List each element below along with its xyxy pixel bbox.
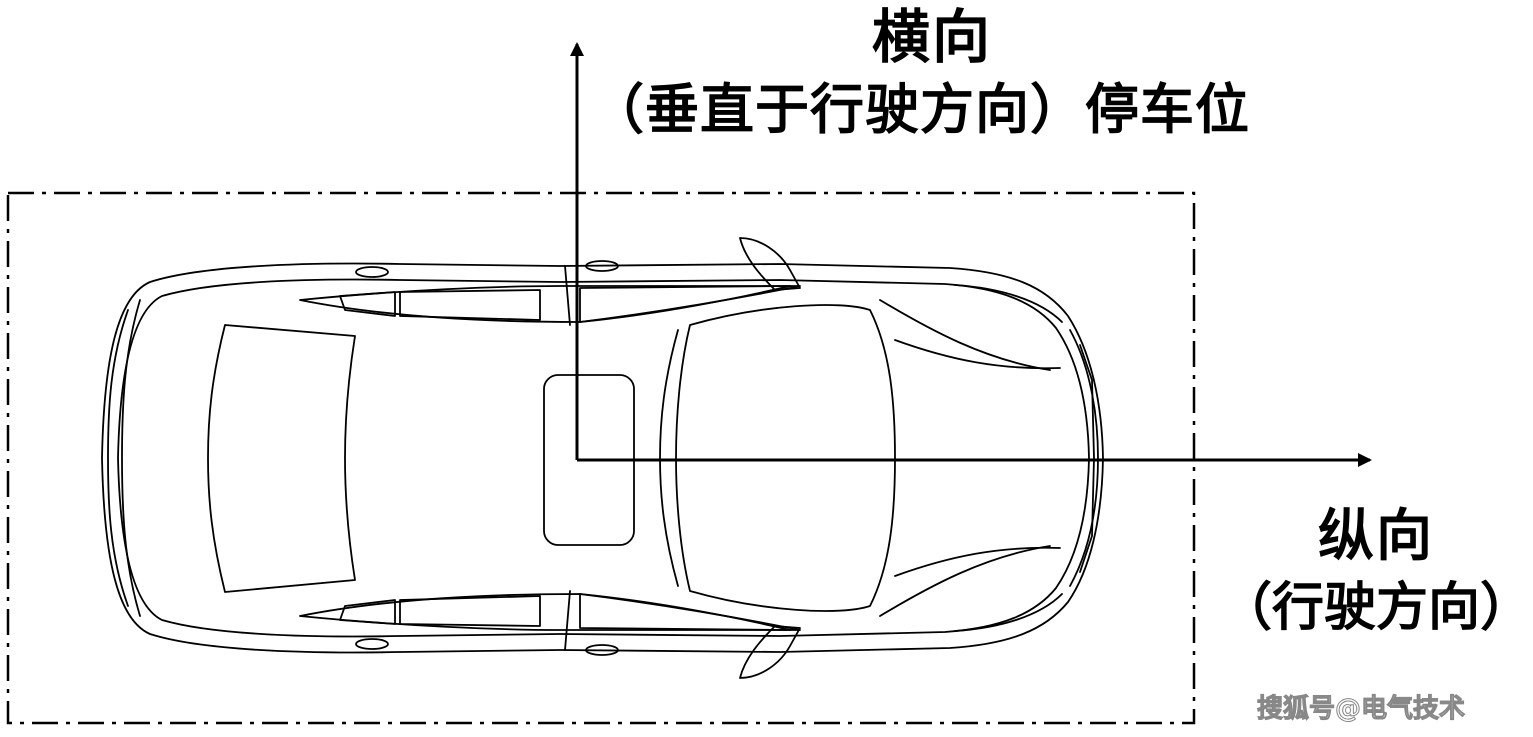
longitudinal-axis-title: 纵向 <box>1318 503 1434 569</box>
lateral-axis-subtitle: （垂直于行驶方向）停车位 <box>590 77 1250 141</box>
car-body-inner <box>117 278 1090 638</box>
lateral-axis-title: 横向 <box>872 3 993 71</box>
longitudinal-axis-subtitle: （行驶方向） <box>1220 577 1533 638</box>
watermark: 搜狐号@电气技术 <box>1256 694 1466 725</box>
car-body-outer <box>101 262 1104 654</box>
parking-space-boundary <box>6 191 1196 725</box>
car-outline <box>101 237 1104 679</box>
windshield <box>675 304 896 612</box>
mirror-lower <box>739 625 801 679</box>
mirror-upper <box>739 237 801 291</box>
rear-window <box>207 324 356 593</box>
